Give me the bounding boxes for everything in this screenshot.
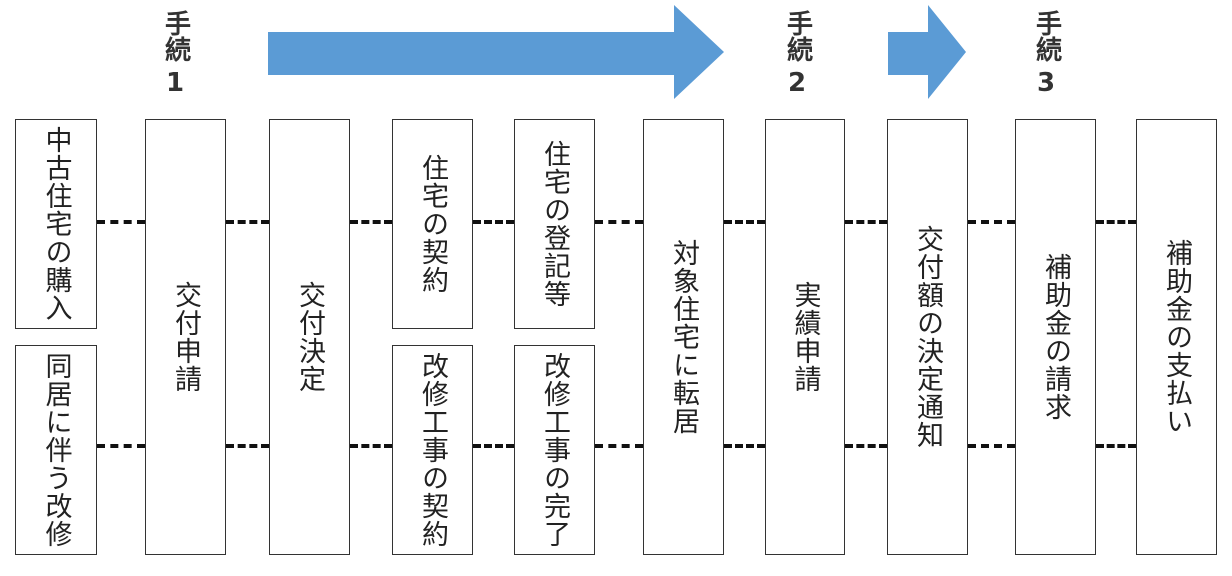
connector-line bbox=[226, 444, 269, 448]
box-performance-report-text: 実績申請 bbox=[789, 281, 821, 393]
box-renovation-completion: 改修工事の完了 bbox=[514, 345, 595, 555]
box-renovation: 同居に伴う改修 bbox=[15, 345, 97, 555]
step-3-label: 手続 3 bbox=[1021, 10, 1071, 98]
box-renovation-completion-text: 改修工事の完了 bbox=[539, 352, 570, 548]
connector-line bbox=[1096, 444, 1136, 448]
connector-line bbox=[845, 444, 887, 448]
box-housing-contract: 住宅の契約 bbox=[392, 119, 473, 329]
box-amount-notice-text: 交付額の決定通知 bbox=[912, 225, 943, 449]
step-3-number: 3 bbox=[1036, 68, 1056, 98]
box-purchase-text: 中古住宅の購入 bbox=[40, 126, 72, 322]
connector-line bbox=[473, 444, 514, 448]
box-renovation-contract-text: 改修工事の契約 bbox=[417, 352, 448, 548]
step-2-label: 手続 2 bbox=[772, 10, 822, 98]
box-grant-application: 交付申請 bbox=[145, 119, 226, 555]
connector-line bbox=[595, 220, 643, 224]
box-housing-contract-text: 住宅の契約 bbox=[417, 154, 448, 294]
step-1-label: 手続 1 bbox=[150, 10, 200, 98]
connector-line bbox=[473, 220, 514, 224]
connector-line bbox=[724, 444, 765, 448]
connector-line bbox=[1096, 220, 1136, 224]
box-registration-text: 住宅の登記等 bbox=[539, 140, 570, 308]
box-subsidy-payment-text: 補助金の支払い bbox=[1161, 239, 1192, 435]
box-purchase: 中古住宅の購入 bbox=[15, 119, 97, 329]
connector-line bbox=[968, 444, 1015, 448]
flow-arrow-right-icon bbox=[268, 5, 724, 99]
box-move-in: 対象住宅に転居 bbox=[643, 119, 724, 555]
connector-line bbox=[595, 444, 643, 448]
connector-line bbox=[724, 220, 765, 224]
connector-line bbox=[97, 444, 145, 448]
box-grant-decision-text: 交付決定 bbox=[294, 281, 325, 393]
box-subsidy-payment: 補助金の支払い bbox=[1136, 119, 1217, 555]
step-1-text: 手続 bbox=[160, 10, 191, 62]
flow-arrow-right-icon bbox=[888, 5, 966, 99]
connector-line bbox=[350, 444, 392, 448]
connector-line bbox=[350, 220, 392, 224]
step-1-number: 1 bbox=[165, 68, 185, 98]
step-3-text: 手続 bbox=[1031, 10, 1062, 62]
box-renovation-contract: 改修工事の契約 bbox=[392, 345, 473, 555]
connector-line bbox=[97, 220, 145, 224]
box-performance-report: 実績申請 bbox=[765, 119, 845, 555]
connector-line bbox=[226, 220, 269, 224]
step-2-number: 2 bbox=[787, 68, 807, 98]
box-subsidy-claim: 補助金の請求 bbox=[1015, 119, 1096, 555]
box-grant-application-text: 交付申請 bbox=[170, 281, 201, 393]
box-move-in-text: 対象住宅に転居 bbox=[668, 239, 699, 435]
box-registration: 住宅の登記等 bbox=[514, 119, 595, 329]
box-subsidy-claim-text: 補助金の請求 bbox=[1040, 253, 1071, 421]
connector-line bbox=[968, 220, 1015, 224]
box-renovation-text: 同居に伴う改修 bbox=[40, 352, 72, 548]
box-grant-decision: 交付決定 bbox=[269, 119, 350, 555]
box-amount-notice: 交付額の決定通知 bbox=[887, 119, 968, 555]
step-2-text: 手続 bbox=[782, 10, 813, 62]
connector-line bbox=[845, 220, 887, 224]
